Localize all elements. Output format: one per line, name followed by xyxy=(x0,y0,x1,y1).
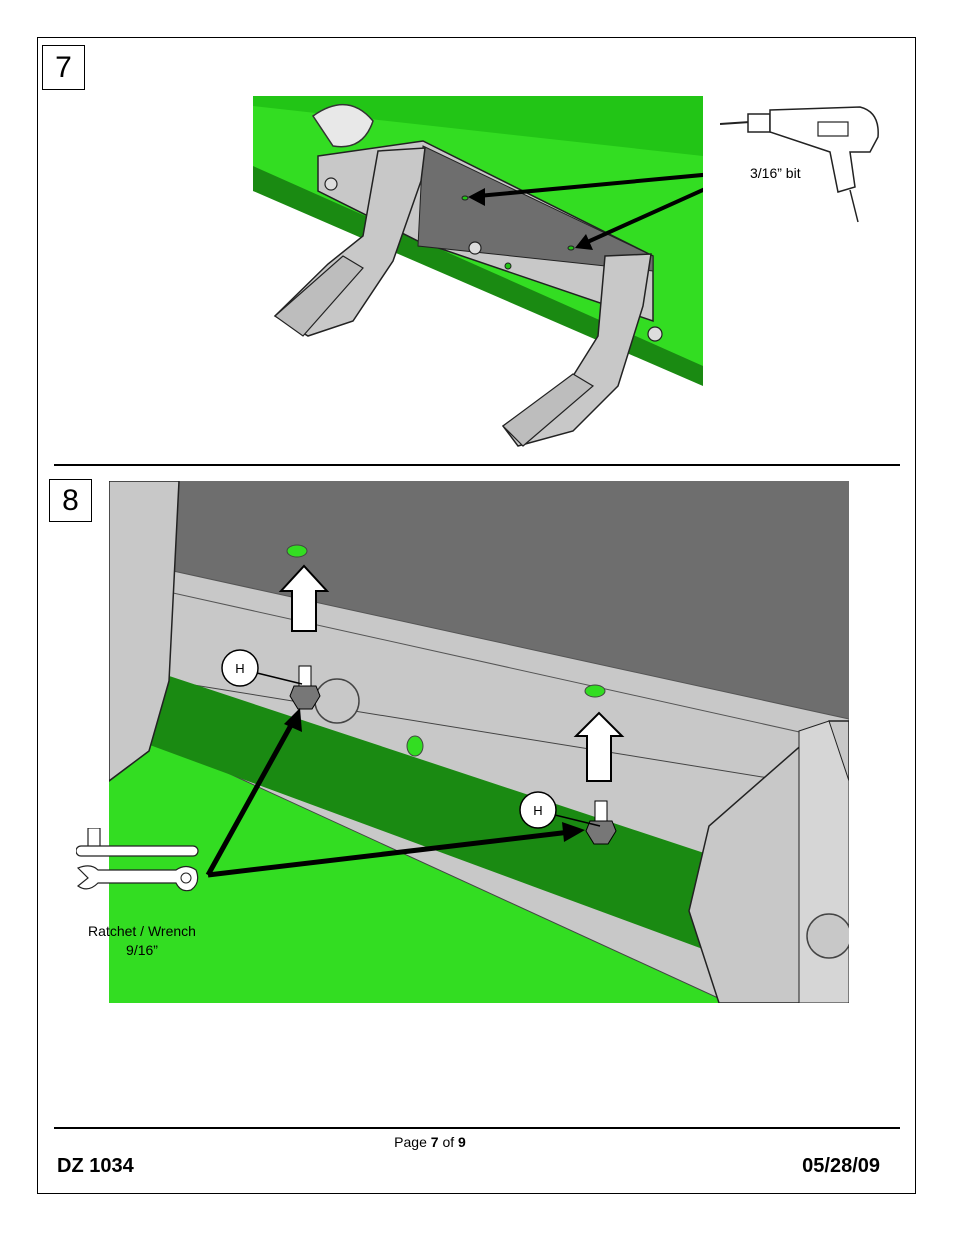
document-id: DZ 1034 xyxy=(57,1155,134,1177)
step-number-box: 8 xyxy=(49,479,92,522)
page-frame xyxy=(37,37,916,1194)
part-callout-label: H xyxy=(235,661,244,676)
page-of: of xyxy=(438,1134,459,1150)
tool-label-line1: Ratchet / Wrench xyxy=(88,923,196,939)
step-number: 8 xyxy=(62,483,79,517)
section-divider xyxy=(54,464,900,466)
step-number-box: 7 xyxy=(42,45,85,90)
wrench-icon xyxy=(76,865,199,892)
step-number: 7 xyxy=(55,50,72,84)
tool-pointer-arrows xyxy=(205,708,585,878)
part-callout-h: H xyxy=(519,791,601,829)
page-total: 9 xyxy=(458,1134,466,1150)
drill-icon xyxy=(720,106,879,223)
page-current: 7 xyxy=(430,1134,439,1150)
footer-divider xyxy=(54,1127,900,1129)
tool-label: Ratchet / Wrench 9/16” xyxy=(72,922,212,960)
step8-illustration xyxy=(109,481,849,1003)
tool-label-line2: 9/16” xyxy=(126,942,158,958)
ratchet-icon xyxy=(76,828,199,892)
drill-bit-label: 3/16” bit xyxy=(750,165,801,181)
page-indicator: Page 7 of 9 xyxy=(330,1134,530,1150)
part-callout-label: H xyxy=(533,803,542,818)
document-date: 05/28/09 xyxy=(802,1155,880,1177)
page-prefix: Page xyxy=(394,1134,431,1150)
part-callout-h: H xyxy=(221,649,303,687)
step7-illustration xyxy=(253,96,703,447)
